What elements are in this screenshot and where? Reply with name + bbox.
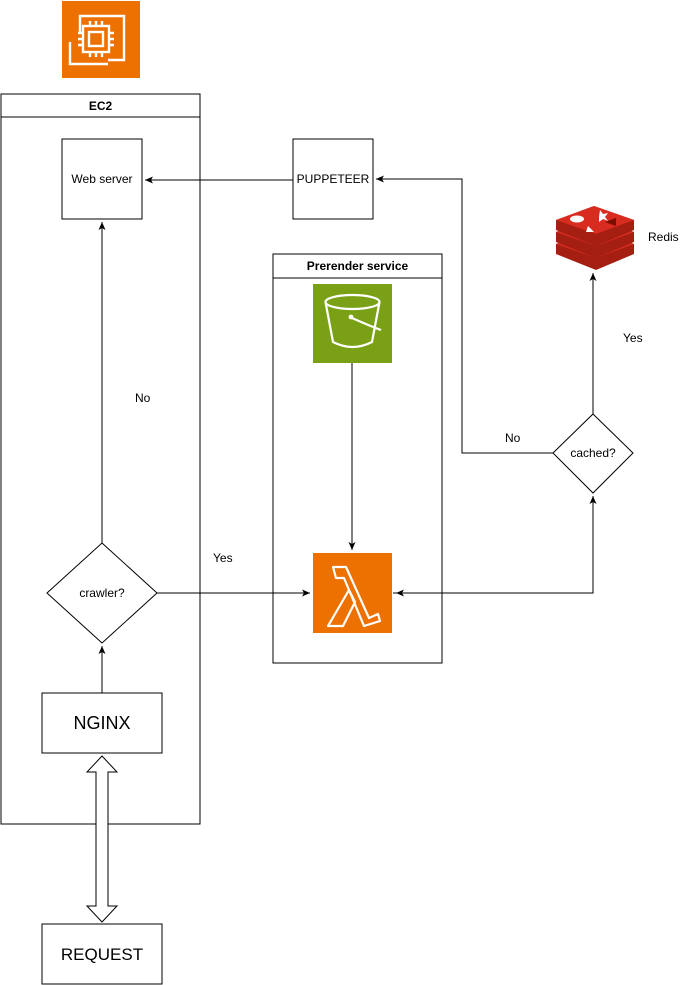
cached-decision[interactable]: cached?: [552, 413, 634, 494]
request-node[interactable]: REQUEST: [41, 923, 163, 985]
ec2-title: EC2: [89, 99, 113, 113]
web-server-node[interactable]: Web server: [61, 138, 143, 220]
request-nginx-double-arrow: [85, 755, 119, 923]
edge-label-crawler-no: No: [135, 391, 151, 405]
puppeteer-node[interactable]: PUPPETEER: [292, 138, 374, 220]
redis-icon: [556, 206, 634, 270]
edge-label-crawler-yes: Yes: [213, 551, 233, 565]
cached-label: cached?: [570, 446, 616, 460]
request-label: REQUEST: [61, 945, 143, 964]
ec2-instance-icon: [62, 1, 140, 78]
crawler-decision[interactable]: crawler?: [46, 542, 158, 644]
s3-bucket-icon: [313, 284, 392, 363]
web-server-label: Web server: [71, 172, 132, 186]
prerender-title: Prerender service: [307, 259, 409, 273]
nginx-label: NGINX: [73, 713, 130, 733]
lambda-icon[interactable]: [313, 553, 392, 633]
crawler-label: crawler?: [79, 586, 125, 600]
edge-cached-to-puppeteer: [376, 175, 553, 454]
puppeteer-label: PUPPETEER: [297, 172, 370, 186]
nginx-node[interactable]: NGINX: [41, 692, 163, 754]
redis-label: Redis: [648, 230, 679, 244]
edge-label-cached-yes: Yes: [623, 331, 643, 345]
edge-lambda-to-cached: [393, 496, 597, 594]
prerender-container: Prerender service: [272, 253, 443, 664]
edge-label-cached-no: No: [505, 431, 521, 445]
